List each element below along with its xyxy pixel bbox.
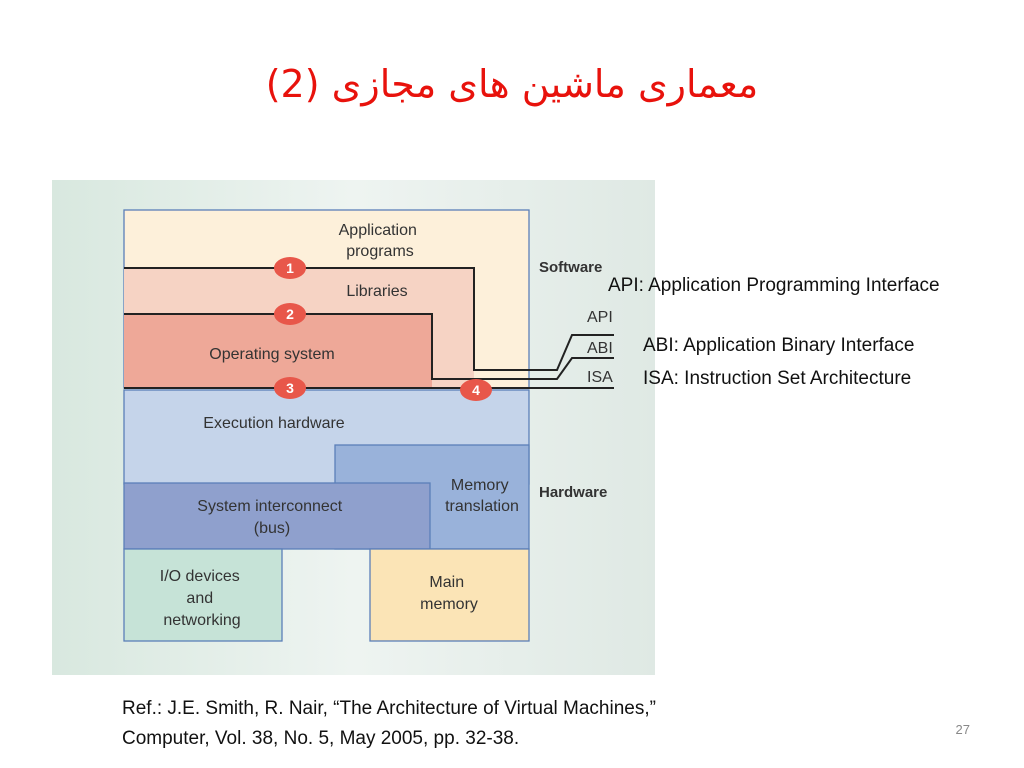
api-label: API (587, 309, 613, 326)
isa-label: ISA (587, 369, 613, 386)
io-devices-line: I/O devices (160, 568, 240, 585)
marker-4: 4 (460, 379, 492, 401)
legend-abi: ABI: Application Binary Interface (643, 335, 915, 356)
system-interconnect-label: System interconnect (bus) (197, 498, 346, 537)
main-memory-line: Main (429, 574, 464, 591)
abi-label: ABI (587, 340, 613, 357)
reference-citation: Ref.: J.E. Smith, R. Nair, “The Architec… (122, 694, 822, 754)
marker-3-label: 3 (286, 380, 294, 396)
page-number: 27 (955, 722, 970, 737)
legend-api: API: Application Programming Interface (608, 275, 940, 296)
io-devices-line: and (186, 590, 213, 607)
system-interconnect-block (123, 482, 431, 550)
marker-1-label: 1 (286, 260, 294, 276)
system-interconnect-line: System interconnect (197, 498, 343, 515)
marker-3: 3 (274, 377, 306, 399)
memory-translation-line: translation (445, 498, 519, 515)
application-programs-label: Application programs (339, 222, 422, 260)
io-devices-line: networking (163, 612, 240, 629)
marker-2-label: 2 (286, 306, 294, 322)
slide-title: معماری ماشین های مجازی (2) (265, 62, 759, 106)
memory-translation-label: Memory translation (445, 477, 519, 515)
vm-architecture-figure: 1 2 3 4 Application programs Libraries O… (52, 180, 655, 675)
reference-line-2: Computer, Vol. 38, No. 5, May 2005, pp. … (122, 728, 520, 749)
memory-translation-line: Memory (451, 477, 509, 494)
legend-isa: ISA: Instruction Set Architecture (643, 368, 912, 389)
vm-architecture-diagram: 1 2 3 4 Application programs Libraries O… (52, 180, 655, 675)
abi-interface-line (124, 313, 614, 380)
main-memory-label: Main memory (420, 574, 478, 613)
execution-hardware-label: Execution hardware (203, 415, 345, 432)
marker-2: 2 (274, 303, 306, 325)
application-programs-line: programs (346, 243, 414, 260)
system-interconnect-line: (bus) (254, 520, 290, 537)
main-memory-line: memory (420, 596, 478, 613)
api-interface-line (124, 267, 614, 371)
operating-system-block (124, 314, 432, 388)
hardware-label: Hardware (539, 484, 607, 501)
software-label: Software (539, 259, 602, 276)
operating-system-label: Operating system (209, 346, 334, 363)
libraries-label: Libraries (346, 283, 407, 300)
marker-4-label: 4 (472, 382, 480, 398)
reference-line-1: Ref.: J.E. Smith, R. Nair, “The Architec… (122, 698, 656, 719)
application-programs-line: Application (339, 222, 417, 239)
io-devices-label: I/O devices and networking (160, 568, 244, 629)
main-memory-block (369, 548, 530, 642)
marker-1: 1 (274, 257, 306, 279)
io-devices-block (123, 548, 283, 642)
